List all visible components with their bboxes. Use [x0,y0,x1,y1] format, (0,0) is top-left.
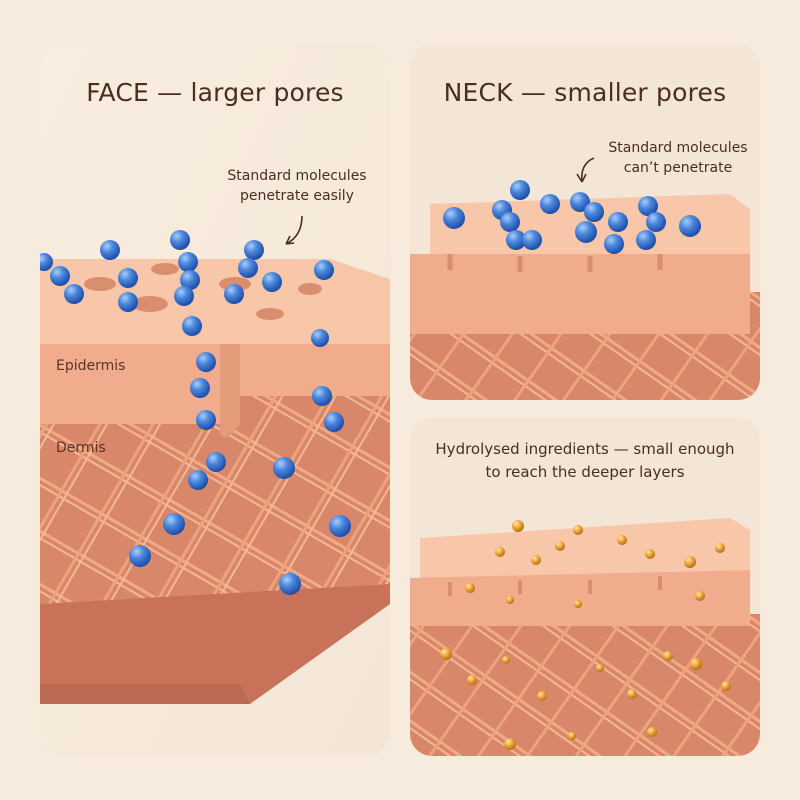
hydrolysed-dermis-layer [410,614,760,756]
neck-panel-title: NECK — smaller pores [443,78,727,107]
face-panel-title: FACE — larger pores [86,78,344,107]
neck-note-arrow [580,157,595,183]
neck-standard-molecules [443,180,701,254]
dermis-label: Dermis [56,440,106,456]
face-dermis-layer [40,384,390,704]
face-epidermis-layer [40,259,390,438]
face-panel: FACE — larger pores Standard molecules p… [40,44,390,756]
epidermis-label: Epidermis [56,358,126,374]
hydrolysed-epidermis-layer [410,518,750,626]
hydrolysed-skin-diagram [410,518,760,756]
hydrolysed-molecules [440,520,731,750]
neck-skin-diagram [410,157,760,400]
hydrolysed-panel: Hydrolysed ingredients — small enough to… [410,418,760,756]
face-skin-diagram [40,44,390,756]
face-standard-molecules [40,230,351,595]
neck-panel: NECK — smaller pores Standard molecules … [410,44,760,400]
neck-note: Standard molecules can’t penetrate [608,140,748,176]
face-note: Standard molecules penetrate easily [227,168,367,204]
hydrolysed-note: Hydrolysed ingredients — small enough to… [435,440,735,481]
face-note-arrow [285,215,303,245]
